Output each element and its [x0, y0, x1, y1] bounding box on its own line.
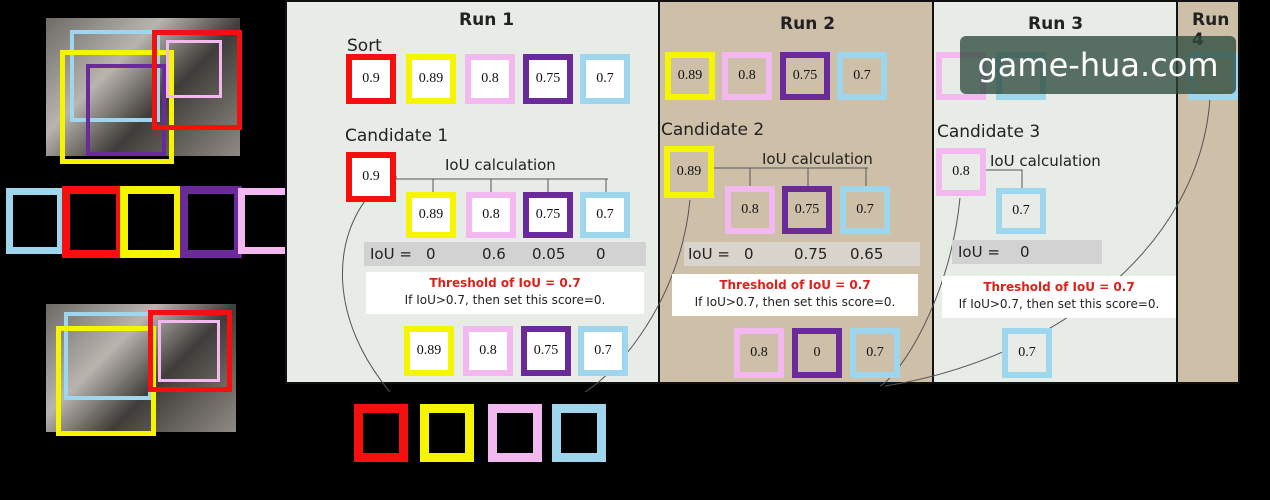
- run2-iou-value: 0: [744, 245, 754, 263]
- run1-iou-value: 0: [596, 245, 606, 263]
- run2-sorted-box-purple: 0.75: [780, 52, 830, 100]
- run1-candidate-box: 0.9: [346, 152, 396, 202]
- run3-candidate-box: 0.8: [936, 148, 986, 196]
- run2-result-box-blue: 0.7: [850, 328, 900, 378]
- run1-iou-value: 0.05: [532, 245, 566, 263]
- final-box-pink: [488, 404, 542, 462]
- box-pink-top: [166, 40, 222, 98]
- run1-result-box-blue: 0.7: [578, 326, 628, 376]
- run2-sorted-box-blue: 0.7: [837, 52, 887, 100]
- run1-iou-prefix: IoU =: [370, 245, 412, 263]
- result-box-red: [148, 310, 232, 392]
- run1-iou-row: IoU = 0 0.6 0.05 0: [364, 242, 646, 266]
- legend-box-blue: [6, 188, 64, 254]
- run2-threshold-rule: If IoU>0.7, then set this score=0.: [694, 295, 896, 309]
- run2-result-box-pink: 0.8: [734, 328, 784, 378]
- run2-compare-box-purple: 0.75: [782, 186, 832, 234]
- run1-threshold-rule: If IoU>0.7, then set this score=0.: [404, 293, 606, 307]
- run1-iou-value: 0: [426, 245, 436, 263]
- final-box-red: [354, 404, 408, 462]
- run2-iou-value: 0.65: [850, 245, 884, 263]
- dog-photo-result: [46, 304, 236, 432]
- run3-compare-box-blue: 0.7: [996, 188, 1046, 234]
- run2-title: Run 2: [780, 14, 836, 34]
- run2-iou-row: IoU = 0 0.75 0.65: [684, 242, 920, 266]
- final-box-blue: [552, 404, 606, 462]
- box-yellow-top: [60, 50, 174, 164]
- run2-result-box-purple: 0: [792, 328, 842, 378]
- run2-sorted-box-yellow: 0.89: [665, 52, 715, 100]
- box-red-top: [152, 30, 242, 130]
- run2-iou-calc-label: IoU calculation: [762, 150, 873, 168]
- result-box-pink: [158, 320, 220, 382]
- run2-candidate-box: 0.89: [664, 146, 714, 198]
- run3-iou-prefix: IoU =: [958, 243, 1000, 261]
- run2-compare-box-blue: 0.7: [840, 186, 890, 234]
- run2-threshold-title: Threshold of IoU = 0.7: [719, 278, 871, 292]
- run2-iou-prefix: IoU =: [688, 245, 730, 263]
- run3-threshold-rule: If IoU>0.7, then set this score=0.: [958, 297, 1160, 311]
- run1-iou-value: 0.6: [482, 245, 506, 263]
- run1-result-box-purple: 0.75: [521, 326, 571, 376]
- run3-title: Run 3: [1028, 14, 1084, 34]
- run1-candidate-label: Candidate 1: [345, 126, 449, 146]
- run3-iou-calc-label: IoU calculation: [990, 152, 1101, 170]
- run2-sorted-box-pink: 0.8: [722, 52, 772, 100]
- run1-compare-box-yellow: 0.89: [406, 192, 456, 238]
- run2-compare-box-pink: 0.8: [725, 186, 775, 234]
- box-purple-top: [86, 64, 166, 156]
- run1-sorted-box-blue: 0.7: [580, 54, 630, 104]
- run1-sorted-box-pink: 0.8: [465, 54, 515, 104]
- run1-title: Run 1: [459, 10, 515, 30]
- run3-threshold-title: Threshold of IoU = 0.7: [983, 280, 1135, 294]
- run1-threshold-note: Threshold of IoU = 0.7 If IoU>0.7, then …: [366, 272, 644, 314]
- run1-sorted-box-yellow: 0.89: [406, 54, 456, 104]
- run2-iou-value: 0.75: [794, 245, 828, 263]
- run3-iou-value: 0: [1020, 243, 1030, 261]
- box-blue-top: [70, 30, 160, 122]
- run1-sorted-box-red: 0.9: [346, 54, 396, 104]
- run1-compare-box-purple: 0.75: [523, 192, 573, 238]
- run1-compare-box-pink: 0.8: [466, 192, 516, 238]
- run3-result-box-blue: 0.7: [1002, 328, 1052, 378]
- run1-sorted-box-purple: 0.75: [523, 54, 573, 104]
- run1-sort-label: Sort: [347, 36, 382, 56]
- run1-result-box-pink: 0.8: [463, 326, 513, 376]
- run1-iou-calc-label: IoU calculation: [445, 156, 556, 174]
- run3-candidate-label: Candidate 3: [937, 122, 1041, 142]
- run1-threshold-title: Threshold of IoU = 0.7: [429, 276, 581, 290]
- run1-result-box-yellow: 0.89: [404, 326, 454, 376]
- run2-candidate-label: Candidate 2: [661, 120, 765, 140]
- watermark: game-hua.com: [960, 36, 1236, 94]
- run1-compare-box-blue: 0.7: [580, 192, 630, 238]
- final-box-yellow: [420, 404, 474, 462]
- run3-iou-row: IoU = 0: [952, 240, 1102, 264]
- result-box-yellow: [56, 326, 156, 436]
- run3-threshold-note: Threshold of IoU = 0.7 If IoU>0.7, then …: [942, 276, 1176, 318]
- legend-box-yellow: [120, 186, 182, 258]
- run2-threshold-note: Threshold of IoU = 0.7 If IoU>0.7, then …: [672, 274, 918, 316]
